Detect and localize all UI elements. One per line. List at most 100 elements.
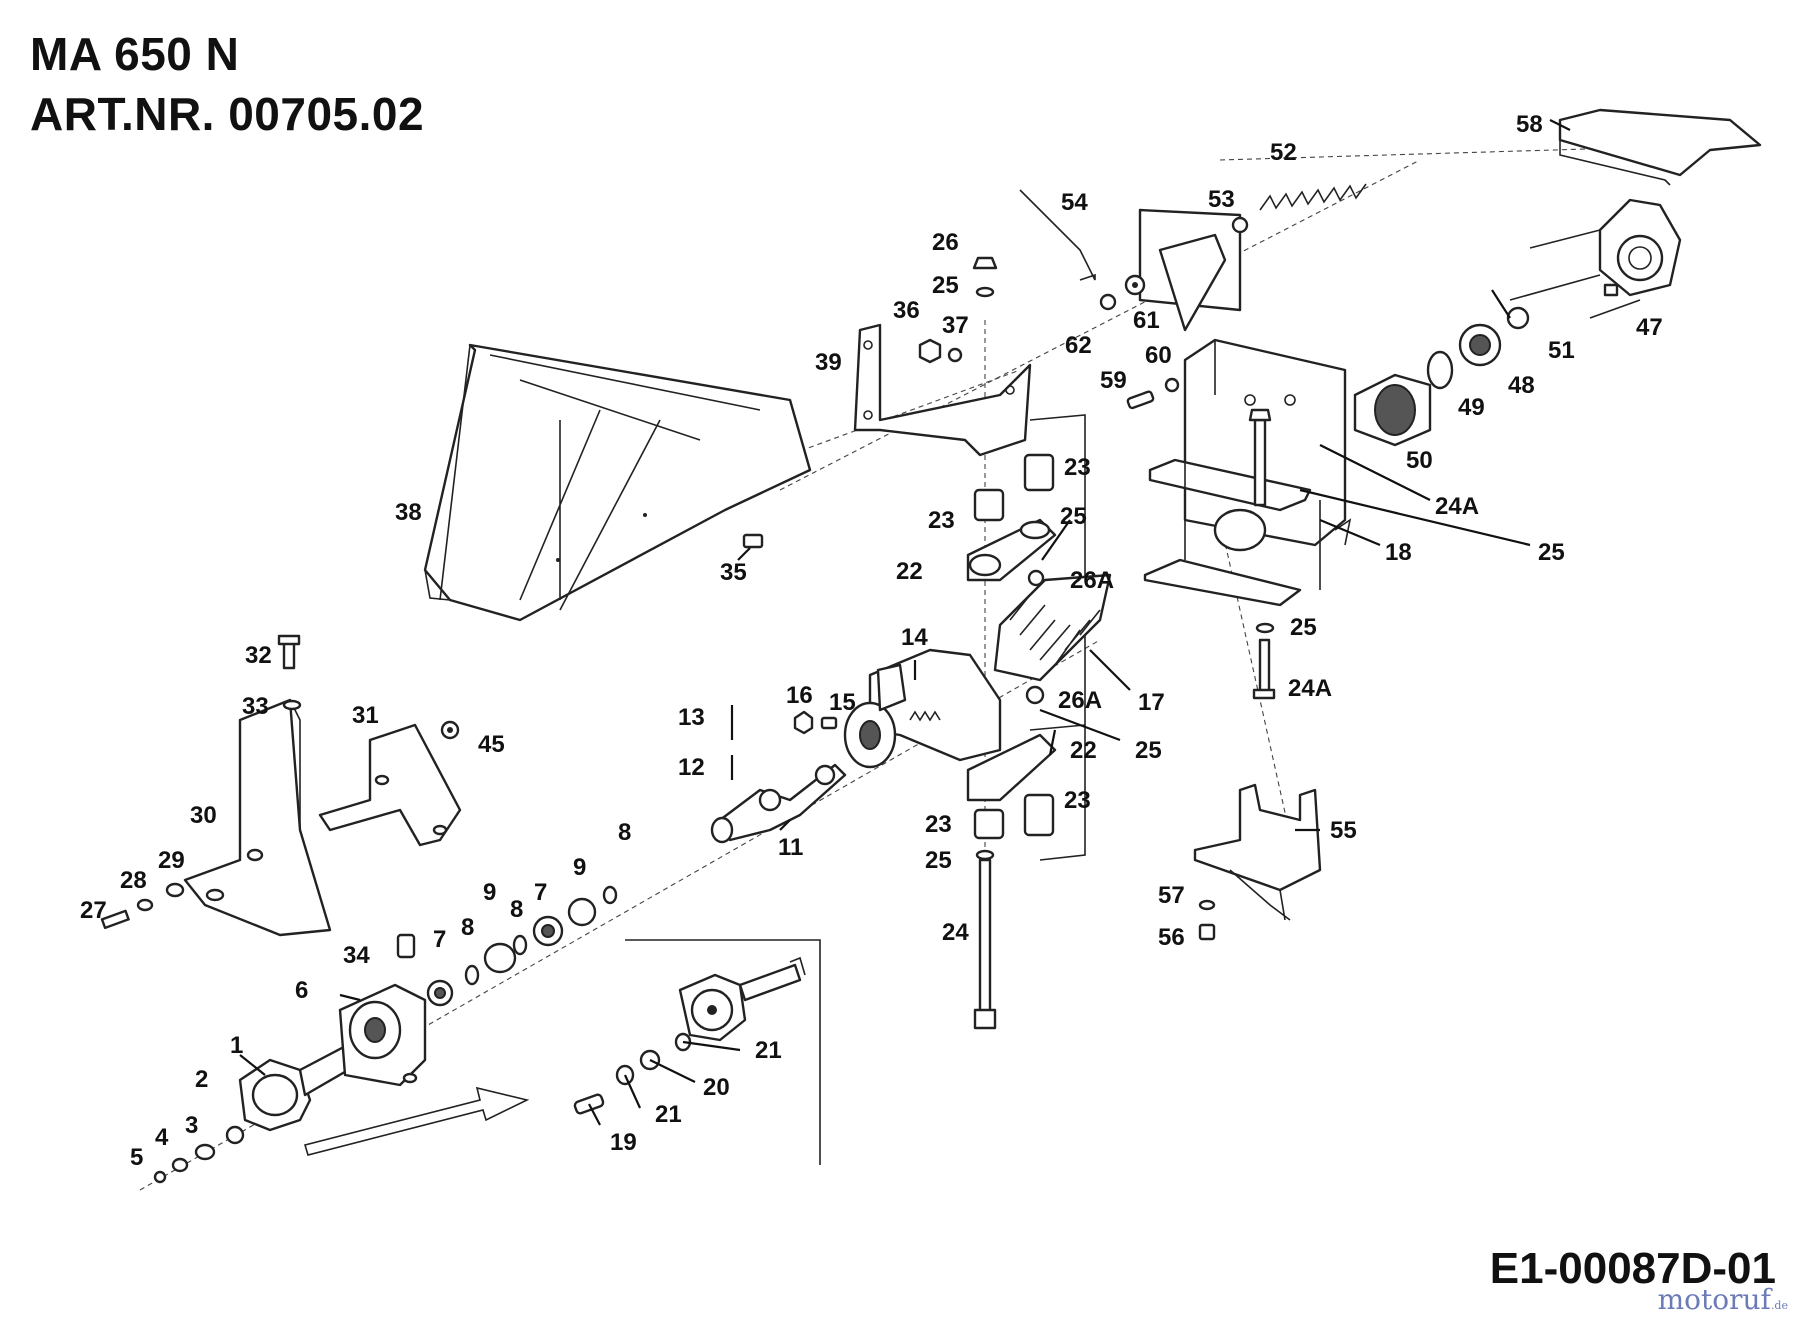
- bushing-23-left: [973, 488, 1005, 522]
- washer-25-top: [975, 286, 995, 298]
- nut-16: [793, 710, 814, 735]
- cover-58: [1558, 108, 1762, 186]
- bushing-23-bottom-right: [1023, 793, 1055, 837]
- watermark-tld: .de: [1770, 1299, 1788, 1312]
- nut-45: [440, 720, 460, 740]
- callout-54: 54: [1061, 189, 1088, 216]
- washer-61: [1124, 274, 1146, 296]
- callout-22-top: 22: [896, 558, 923, 585]
- washer-4: [171, 1157, 189, 1173]
- ring-9-right: [567, 897, 597, 927]
- bearing-48: [1458, 323, 1502, 367]
- washer-25-frame-bottom: [1255, 622, 1275, 634]
- callout-3: 3: [185, 1112, 198, 1139]
- bushing-23-bottom-left: [973, 808, 1005, 840]
- screw-27: [100, 909, 130, 930]
- callout-48: 48: [1508, 372, 1535, 399]
- callout-24: 24: [942, 919, 969, 946]
- bracket-31: [318, 723, 462, 847]
- bearing-cup-50: [1353, 373, 1432, 447]
- callout-38: 38: [395, 499, 422, 526]
- screw-35: [737, 533, 764, 561]
- callout-50: 50: [1406, 447, 1433, 474]
- callout-14: 14: [901, 624, 928, 651]
- callout-16: 16: [786, 682, 813, 709]
- callout-23-a: 23: [1064, 454, 1091, 481]
- nut-36: [918, 338, 942, 364]
- callout-25-bottom: 25: [925, 847, 952, 874]
- lever-22-bottom: [966, 733, 1057, 802]
- callout-30: 30: [190, 802, 217, 829]
- washer-57: [1198, 899, 1216, 911]
- callout-36: 36: [893, 297, 920, 324]
- callout-26: 26: [932, 229, 959, 256]
- bolt-24a-bottom: [1252, 638, 1276, 700]
- nut-26a-top: [1027, 569, 1045, 587]
- bolt-24: [978, 858, 992, 1022]
- washer-25-bottom: [975, 849, 995, 861]
- washer-3: [194, 1143, 216, 1161]
- callout-8-mid: 8: [510, 896, 523, 923]
- callout-13: 13: [678, 704, 705, 731]
- ring-8-right: [602, 885, 618, 905]
- callout-23-d: 23: [925, 811, 952, 838]
- guide-55: [1193, 783, 1322, 921]
- callout-37: 37: [942, 312, 969, 339]
- callout-26a-top: 26A: [1070, 567, 1114, 594]
- washer-60: [1164, 377, 1180, 393]
- nut-2: [225, 1125, 245, 1145]
- callout-32: 32: [245, 642, 272, 669]
- screw-59: [1126, 390, 1155, 410]
- bearing-row: [426, 885, 618, 1007]
- callout-8-right: 8: [618, 819, 631, 846]
- guard-plate-54: [1019, 189, 1242, 332]
- washer-37: [947, 347, 963, 363]
- feed-hopper: [423, 343, 812, 622]
- callout-45: 45: [478, 731, 505, 758]
- leader-lines: [239, 119, 1571, 1126]
- callout-4: 4: [155, 1124, 169, 1151]
- callout-7-right: 7: [534, 879, 547, 906]
- nut-5: [153, 1170, 167, 1184]
- spring-52: [1259, 183, 1367, 211]
- callout-6: 6: [295, 977, 308, 1004]
- callout-57: 57: [1158, 882, 1185, 909]
- ring-8-left: [464, 964, 480, 986]
- universal-joint-11: [710, 763, 847, 844]
- callout-19: 19: [610, 1129, 637, 1156]
- callout-1: 1: [230, 1032, 243, 1059]
- watermark-logo: motoruf.de: [1658, 1283, 1788, 1316]
- callout-29: 29: [158, 847, 185, 874]
- screw-32: [277, 634, 301, 670]
- callout-39: 39: [815, 349, 842, 376]
- bolt-24-head: [973, 1008, 997, 1030]
- callout-7-left: 7: [433, 926, 446, 953]
- callout-25-frame: 25: [1538, 539, 1565, 566]
- nut-62: [1099, 293, 1117, 311]
- callout-labels: 1 2 3 4 5 6 7 7 8 8 8 9 9 11 12 13 14 15…: [80, 111, 1663, 1171]
- callout-31: 31: [352, 702, 379, 729]
- callout-15: 15: [829, 689, 856, 716]
- callout-25-bolt: 25: [1290, 614, 1317, 641]
- callout-22-bottom: 22: [1070, 737, 1097, 764]
- model-title: MA 650 N: [30, 28, 240, 80]
- title-block: MA 650 N ART.NR. 00705.02: [30, 24, 424, 144]
- callout-20: 20: [703, 1074, 730, 1101]
- callout-9-right: 9: [573, 854, 586, 881]
- bushing-stack: [966, 256, 1057, 1030]
- callout-59: 59: [1100, 367, 1127, 394]
- callout-11: 11: [778, 834, 803, 861]
- direction-arrow: [303, 1086, 530, 1156]
- washer-28: [136, 898, 154, 912]
- bolt-24a-top: [1248, 408, 1272, 507]
- callout-21-lower: 21: [655, 1101, 682, 1128]
- callout-28: 28: [120, 867, 147, 894]
- callout-61: 61: [1133, 307, 1160, 334]
- washer-33: [282, 699, 302, 711]
- callout-62: 62: [1065, 332, 1092, 359]
- callout-51: 51: [1548, 337, 1575, 364]
- callout-8-left: 8: [461, 914, 474, 941]
- callout-23-b: 23: [928, 507, 955, 534]
- bushing-23-right: [1023, 453, 1055, 492]
